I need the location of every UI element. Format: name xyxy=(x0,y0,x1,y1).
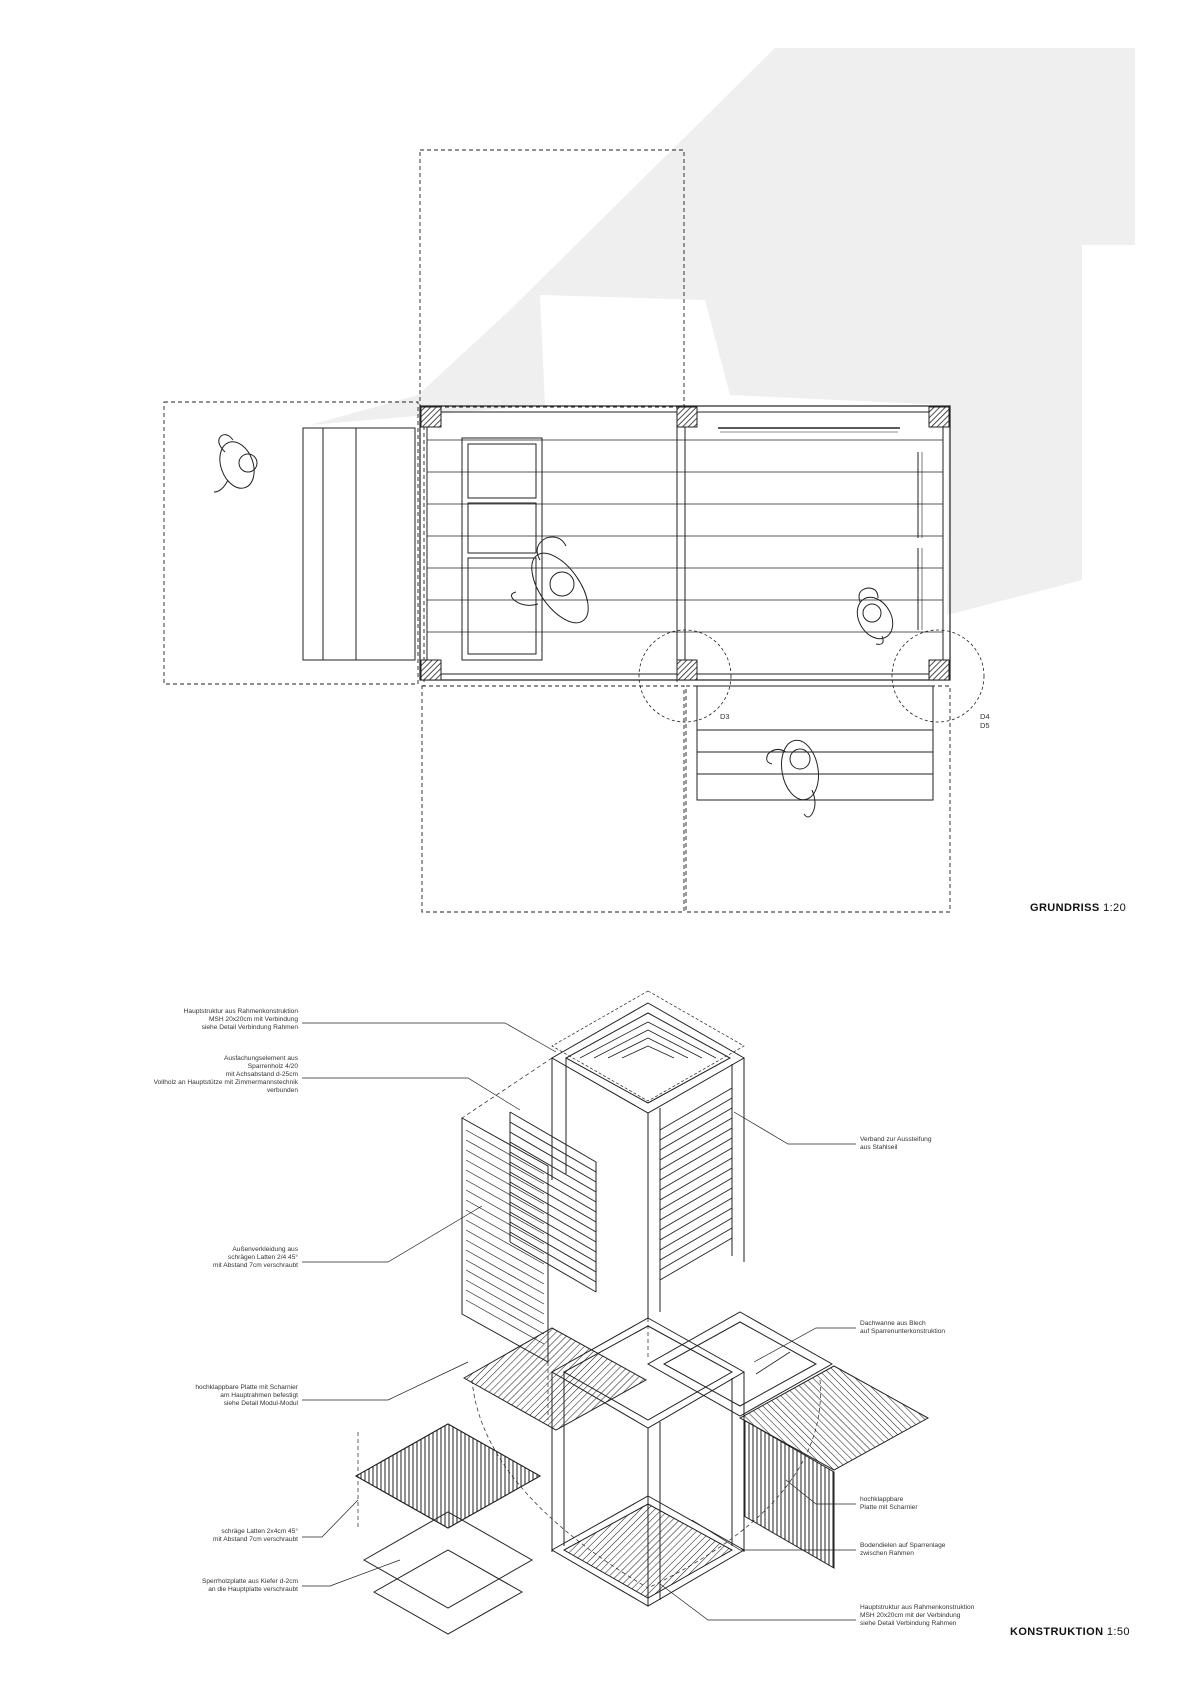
corner-columns xyxy=(420,406,950,681)
detail-tag-d5: D5 xyxy=(980,721,990,730)
label-diagonal-slats: schräge Latten 2x4cm 45° mit Abstand 7cm… xyxy=(213,1528,298,1544)
outer-cladding-panel xyxy=(461,1117,549,1363)
leader-lines-left xyxy=(302,1022,557,1587)
label-line: am Hauptrahmen befestigt xyxy=(220,1392,298,1399)
label-main-structure-top: Hauptstruktur aus Rahmenkonstruktion MSH… xyxy=(184,1008,298,1032)
leader-lines-right xyxy=(659,1111,856,1621)
label-line: mit Abstand 7cm verschraubt xyxy=(212,1262,298,1269)
label-line: Bodendielen auf Sparrenlage xyxy=(860,1542,946,1549)
label-line: zwischen Rahmen xyxy=(860,1550,914,1557)
label-line: aus Stahlseil xyxy=(860,1144,898,1151)
label-line: hochklappbare xyxy=(860,1496,904,1503)
label-line: Verband zur Aussteifung xyxy=(860,1136,932,1143)
label-line: schrägen Latten 2/4 45° xyxy=(227,1254,298,1261)
label-roof-tray: Dachwanne aus Blech auf Sparrenunterkons… xyxy=(860,1320,945,1336)
label-line: an die Hauptplatte verschraubt xyxy=(208,1586,298,1593)
plywood-plates xyxy=(362,1511,534,1635)
roof-tray xyxy=(646,1311,834,1417)
label-main-structure-bottom: Hauptstruktur aus Rahmenkonstruktion MSH… xyxy=(860,1604,974,1628)
label-plywood: Sperrholzplatte aus Kiefer d-2cm an die … xyxy=(202,1578,298,1594)
label-line: MSH 20x20cm mit Verbindung xyxy=(208,1016,298,1023)
label-outer-cladding: Außenverkleidung aus schrägen Latten 2/4… xyxy=(213,1246,298,1270)
cast-shadow xyxy=(310,48,1135,615)
label-line: Sparrenholz 4/20 xyxy=(247,1063,298,1070)
hinged-plate-right xyxy=(738,1365,930,1569)
label-bracing: Verband zur Aussteifung aus Stahlseil xyxy=(860,1136,931,1152)
label-line: Hauptstruktur aus Rahmenkonstruktion xyxy=(860,1604,975,1611)
label-hinged-plate: hochklappbare Platte mit Scharnier am Ha… xyxy=(195,1384,298,1408)
label-line: schräge Latten 2x4cm 45° xyxy=(221,1528,298,1535)
infill-element xyxy=(509,1111,597,1293)
label-line: Hauptstruktur aus Rahmenkonstruktion xyxy=(183,1008,298,1015)
label-line: Platte mit Scharnier xyxy=(860,1504,918,1511)
label-line: Dachwanne aus Blech xyxy=(860,1320,926,1327)
label-line: mit Achsabstand d-25cm xyxy=(225,1071,298,1078)
label-line: siehe Detail Verbindung Rahmen xyxy=(860,1620,957,1627)
label-line: siehe Detail Verbindung Rahmen xyxy=(201,1024,298,1031)
construction-title: KONSTRUKTION 1:50 xyxy=(1010,1626,1130,1638)
floor-boards xyxy=(427,427,943,633)
label-hinged-plate-right: hochklappbare Platte mit Scharnier xyxy=(860,1496,918,1512)
plan-title: GRUNDRISS 1:20 xyxy=(1030,902,1126,914)
label-line: hochklappbare Platte mit Scharnier xyxy=(195,1384,298,1391)
label-line: MSH 20x20cm mit der Verbindung xyxy=(860,1612,961,1619)
label-line: Vollholz an Hauptstütze mit Zimmermannst… xyxy=(153,1079,298,1086)
floor-hatches xyxy=(461,437,543,661)
construction-title-scale: 1:50 xyxy=(1106,1626,1130,1638)
plan-title-scale: 1:20 xyxy=(1103,902,1127,914)
detail-tag-d4: D4 xyxy=(980,712,990,721)
detail-circles xyxy=(638,629,985,723)
label-line: Außenverkleidung aus xyxy=(232,1246,298,1253)
label-line: Ausfachungselement aus xyxy=(223,1055,298,1062)
upper-frame xyxy=(550,990,746,1318)
label-line: siehe Detail Modul-Modul xyxy=(223,1400,298,1407)
person-figures xyxy=(213,434,894,818)
detail-tag-d3: D3 xyxy=(720,712,730,721)
construction-title-bold: KONSTRUKTION xyxy=(1010,1626,1104,1638)
label-line: verbunden xyxy=(266,1087,298,1094)
label-floor-boards: Bodendielen auf Sparrenlage zwischen Rah… xyxy=(860,1542,945,1558)
slat-panel xyxy=(354,1423,542,1529)
label-line: auf Sparrenunterkonstruktion xyxy=(860,1328,946,1335)
plan-title-bold: GRUNDRISS xyxy=(1030,902,1100,914)
label-infill-element: Ausfachungselement aus Sparrenholz 4/20 … xyxy=(154,1055,298,1095)
label-line: Sperrholzplatte aus Kiefer d-2cm xyxy=(201,1578,298,1585)
floor-boards-lower xyxy=(562,1503,734,1599)
label-line: mit Abstand 7cm verschraubt xyxy=(212,1536,298,1543)
left-bench xyxy=(302,427,416,661)
upper-right-cladding xyxy=(659,1087,733,1281)
hinged-plate-left xyxy=(462,1327,648,1431)
